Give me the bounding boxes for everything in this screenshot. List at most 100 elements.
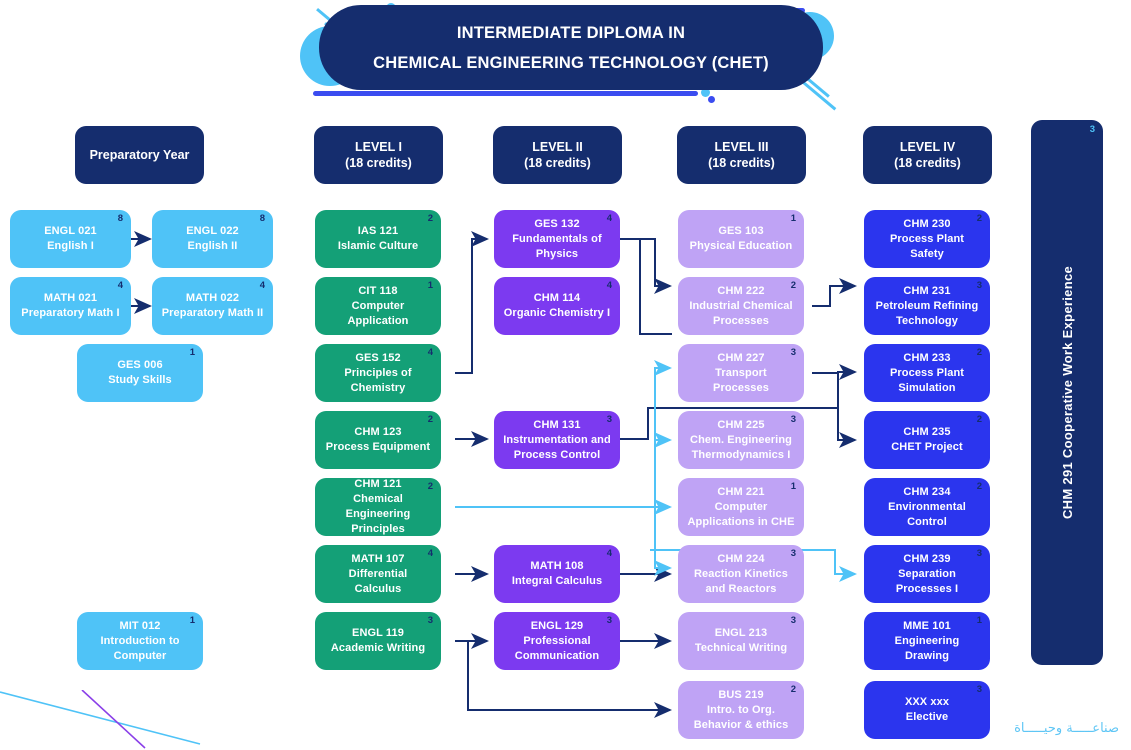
course-title: Fundamentals of Physics	[512, 232, 602, 260]
credit-badge: 2	[427, 213, 433, 224]
column-header-level3: LEVEL III (18 credits)	[677, 126, 806, 184]
column-header-level2-line1: LEVEL II	[532, 140, 583, 154]
coop-label: CHM 291 Cooperative Work Experience	[1059, 265, 1075, 520]
course-chm227[interactable]: 3 CHM 227 Transport Processes	[678, 344, 804, 402]
course-mit012[interactable]: 1 MIT 012 Introduction to Computer	[77, 612, 203, 670]
course-title: Environmental Control	[888, 500, 966, 528]
title-line-1: INTERMEDIATE DIPLOMA IN	[456, 23, 686, 42]
course-title: English I	[47, 240, 94, 252]
course-title: Petroleum Refining Technology	[875, 299, 979, 327]
course-title: English II	[187, 240, 238, 252]
course-title: Industrial Chemical Processes	[689, 299, 793, 327]
course-title: Academic Writing	[330, 642, 426, 654]
course-title: Chem. Engineering Thermodynamics I	[690, 433, 792, 461]
course-chm235[interactable]: 2 CHM 235 CHET Project	[864, 411, 990, 469]
course-ges006[interactable]: 1 GES 006 Study Skills	[77, 344, 203, 402]
course-title: Principles of Chemistry	[344, 366, 412, 394]
course-title: Professional Communication	[514, 634, 600, 662]
course-code: GES 132	[534, 217, 580, 230]
column-header-level2-line2: (18 credits)	[524, 156, 591, 170]
course-title: Process Plant Simulation	[889, 366, 965, 394]
course-code: MATH 107	[351, 552, 405, 565]
credit-badge: 2	[976, 347, 982, 358]
course-ias121[interactable]: 2 IAS 121 Islamic Culture	[315, 210, 441, 268]
course-chm239[interactable]: 3 CHM 239 Separation Processes I	[864, 545, 990, 603]
course-chm123[interactable]: 2 CHM 123 Process Equipment	[315, 411, 441, 469]
course-code: GES 103	[718, 225, 764, 237]
credit-badge: 3	[790, 414, 796, 425]
course-engl129[interactable]: 3 ENGL 129 Professional Communication	[494, 612, 620, 670]
course-chm222[interactable]: 2 CHM 222 Industrial Chemical Processes	[678, 277, 804, 335]
course-chm291[interactable]: 3 CHM 291 Cooperative Work Experience	[1031, 120, 1103, 665]
course-title: Introduction to Computer	[100, 634, 180, 662]
column-header-level1-line2: (18 credits)	[345, 156, 412, 170]
course-title: Intro. to Org. Behavior & ethics	[693, 703, 789, 731]
course-code: CHM 114	[533, 292, 581, 304]
course-title: Elective	[905, 711, 949, 723]
course-code: CHM 224	[717, 552, 765, 565]
course-chm230[interactable]: 2 CHM 230 Process Plant Safety	[864, 210, 990, 268]
column-header-level4-line2: (18 credits)	[894, 156, 961, 170]
column-header-prep-line1: Preparatory Year	[89, 148, 190, 162]
course-title: Organic Chemistry I	[503, 307, 611, 319]
credit-badge: 3	[427, 615, 433, 626]
course-code: ENGL 022	[186, 225, 239, 237]
course-cit118[interactable]: 1 CIT 118 Computer Application	[315, 277, 441, 335]
course-math107[interactable]: 4 MATH 107 Differential Calculus	[315, 545, 441, 603]
course-code: CHM 233	[903, 351, 951, 364]
course-chm224[interactable]: 3 CHM 224 Reaction Kinetics and Reactors	[678, 545, 804, 603]
course-code: CHM 230	[903, 217, 951, 230]
course-ges132[interactable]: 4 GES 132 Fundamentals of Physics	[494, 210, 620, 268]
course-mme101[interactable]: 1 MME 101 Engineering Drawing	[864, 612, 990, 670]
title-line-2: CHEMICAL ENGINEERING TECHNOLOGY (CHET)	[373, 53, 769, 72]
course-code: MATH 021	[43, 292, 98, 304]
column-header-level1-line1: LEVEL I	[354, 140, 402, 154]
credit-badge: 4	[427, 347, 433, 358]
credit-badge: 2	[976, 414, 982, 425]
course-code: GES 006	[117, 359, 163, 371]
course-ges152[interactable]: 4 GES 152 Principles of Chemistry	[315, 344, 441, 402]
course-chm131[interactable]: 3 CHM 131 Instrumentation and Process Co…	[494, 411, 620, 469]
course-chm121[interactable]: 2 CHM 121 Chemical Engineering Principle…	[315, 478, 441, 536]
course-title: Process Equipment	[325, 441, 431, 453]
course-chm221[interactable]: 1 CHM 221 Computer Applications in CHE	[678, 478, 804, 536]
course-engl022[interactable]: 8 ENGL 022 English II	[152, 210, 273, 268]
course-chm234[interactable]: 2 CHM 234 Environmental Control	[864, 478, 990, 536]
course-math022[interactable]: 4 MATH 022 Preparatory Math II	[152, 277, 273, 335]
course-ges103[interactable]: 1 GES 103 Physical Education	[678, 210, 804, 268]
course-code: ENGL 129	[530, 619, 584, 632]
course-title: Chemical Engineering Principles	[345, 493, 411, 535]
credit-badge: 4	[427, 548, 433, 559]
course-engl021[interactable]: 8 ENGL 021 English I	[10, 210, 131, 268]
course-chm114[interactable]: 4 CHM 114 Organic Chemistry I	[494, 277, 620, 335]
credit-badge: 1	[790, 213, 796, 224]
column-header-level1: LEVEL I (18 credits)	[314, 126, 443, 184]
course-title: Integral Calculus	[511, 575, 603, 587]
course-title: Islamic Culture	[337, 240, 419, 252]
course-code: MATH 022	[185, 292, 240, 304]
course-title: Preparatory Math I	[21, 307, 120, 319]
credit-badge: 2	[790, 684, 796, 695]
course-math108[interactable]: 4 MATH 108 Integral Calculus	[494, 545, 620, 603]
credit-badge: 2	[427, 481, 433, 492]
course-math021[interactable]: 4 MATH 021 Preparatory Math I	[10, 277, 131, 335]
course-title: Study Skills	[108, 374, 172, 386]
credit-badge: 4	[606, 280, 612, 291]
course-chm233[interactable]: 2 CHM 233 Process Plant Simulation	[864, 344, 990, 402]
course-bus219[interactable]: 2 BUS 219 Intro. to Org. Behavior & ethi…	[678, 681, 804, 739]
course-engl213[interactable]: 3 ENGL 213 Technical Writing	[678, 612, 804, 670]
credit-badge: 1	[189, 347, 195, 358]
course-chm225[interactable]: 3 CHM 225 Chem. Engineering Thermodynami…	[678, 411, 804, 469]
wire-chm222-chm231	[812, 278, 857, 307]
course-code: CHM 123	[354, 426, 402, 438]
course-title: Technical Writing	[694, 642, 788, 654]
course-elective[interactable]: 3 XXX xxx Elective	[864, 681, 990, 739]
course-code: GES 152	[355, 351, 401, 364]
course-title: Separation Processes I	[895, 567, 959, 595]
credit-badge: 4	[259, 280, 265, 291]
course-engl119[interactable]: 3 ENGL 119 Academic Writing	[315, 612, 441, 670]
column-header-level4: LEVEL IV (18 credits)	[863, 126, 992, 184]
course-chm231[interactable]: 3 CHM 231 Petroleum Refining Technology	[864, 277, 990, 335]
course-code: CHM 227	[717, 351, 765, 364]
column-header-level4-line1: LEVEL IV	[899, 140, 956, 154]
